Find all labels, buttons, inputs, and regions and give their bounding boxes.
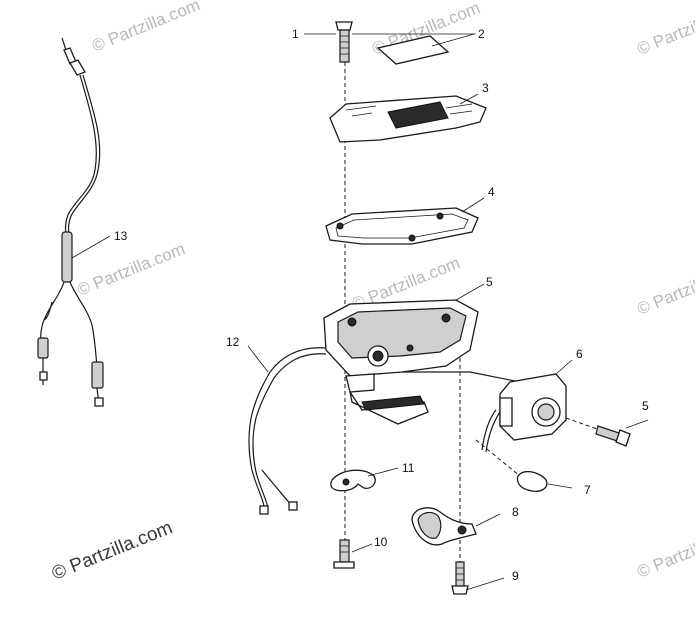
callout-3: 3 [482, 81, 489, 95]
detent-plate-part-11 [330, 467, 399, 492]
throttle-cable-assembly [37, 37, 111, 407]
watermark-text: © Partzilla.com [634, 0, 695, 59]
clamp-part-8 [411, 507, 501, 546]
wire-harness-part-12 [247, 345, 327, 515]
watermark-text: © Partzilla.com [634, 258, 695, 319]
leader-line-2 [431, 33, 475, 47]
callout-2: 2 [478, 27, 485, 41]
callout-8: 8 [512, 505, 519, 519]
throttle-housing-part-5 [323, 283, 521, 425]
leader-line-8 [475, 513, 501, 527]
callout-labels: 1 2 3 4 5 6 5 7 8 9 10 11 12 13 [114, 27, 649, 583]
callout-4: 4 [488, 185, 495, 199]
callout-12: 12 [226, 335, 240, 349]
watermark-text: © Partzilla.com [634, 521, 695, 582]
watermark-layer: © Partzilla.com © Partzilla.com © Partzi… [49, 0, 695, 585]
callout-6: 6 [576, 347, 583, 361]
leader-line-3 [459, 93, 479, 105]
callout-7: 7 [584, 483, 591, 497]
leader-line-5 [455, 283, 485, 301]
leader-line-11 [367, 467, 399, 477]
callout-5: 5 [486, 275, 493, 289]
cover-part-3 [329, 93, 487, 143]
bulb-part-7 [516, 470, 573, 492]
switch-part-6 [475, 359, 573, 477]
callout-10: 10 [374, 535, 388, 549]
screw-part-10 [333, 539, 373, 569]
leader-line-10 [351, 543, 373, 553]
callout-1: 1 [292, 27, 299, 41]
callout-9: 9 [512, 569, 519, 583]
decal-part-2 [376, 33, 475, 65]
callout-13: 13 [114, 229, 128, 243]
leader-line-5b [625, 419, 649, 429]
leader-line-12 [247, 345, 269, 373]
leader-line-13 [71, 235, 111, 259]
leader-line-6 [555, 359, 573, 375]
leader-line-9 [465, 577, 505, 591]
bolt-part-9 [451, 561, 505, 595]
leader-line-4 [461, 197, 485, 213]
callout-11: 11 [402, 461, 415, 475]
watermark-main-text: © Partzilla.com [49, 517, 176, 584]
leader-line-7 [547, 483, 573, 489]
screw-part-5b [565, 417, 649, 447]
watermark-text: © Partzilla.com [74, 239, 187, 300]
screw-part-1 [335, 21, 476, 63]
watermark-text: © Partzilla.com [89, 0, 202, 56]
callout-5b: 5 [642, 399, 649, 413]
gasket-part-4 [325, 197, 485, 245]
